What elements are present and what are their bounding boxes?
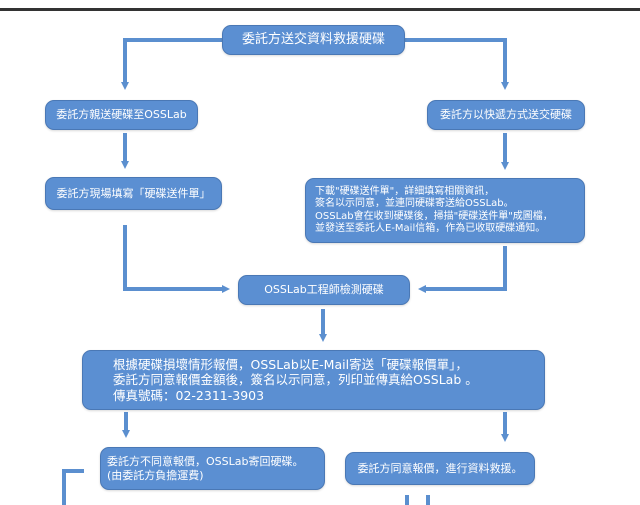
arrow-right2-to-inspect	[418, 246, 507, 293]
node-fill-form-onsite: 委託方現場填寫「硬碟送件單」	[45, 177, 222, 210]
line-decline-continues	[62, 469, 84, 505]
text-line: OSSLab會在收到硬碟後，掃描"硬碟送件單"成圖檔，	[315, 210, 553, 222]
node-quote: 根據硬碟損壞情形報價，OSSLab以E-Mail寄送「硬碟報價單」， 委託方同意…	[82, 350, 545, 410]
node-engineer-inspect: OSSLab工程師檢測硬碟	[238, 275, 410, 305]
node-start: 委託方送交資料救援硬碟	[222, 25, 405, 55]
node-accept: 委託方同意報價，進行資料救援。	[345, 452, 535, 485]
node-courier-instructions: 下載"硬碟送件單"，詳細填寫相關資訊， 簽名以示同意，並連同硬碟寄送給OSSLa…	[305, 178, 585, 243]
arrow-start-to-right	[405, 38, 509, 90]
text-line: 下載"硬碟送件單"，詳細填寫相關資訊，	[315, 185, 495, 197]
arrow-start-to-left	[121, 38, 222, 90]
text-line: (由委託方負擔運費)	[107, 468, 204, 482]
text-line: 簽名以示同意，並連同硬碟寄送給OSSLab。	[315, 198, 514, 209]
text-line: 並發送至委託人E-Mail信箱，作為已收取硬碟通知。	[315, 223, 546, 234]
text-line: 根據硬碟損壞情形報價，OSSLab以E-Mail寄送「硬碟報價單」，	[113, 356, 468, 372]
text-line: 委託方同意報價金額後，簽名以示同意，列印並傳真給OSSLab 。	[113, 372, 478, 388]
node-decline: 委託方不同意報價，OSSLab寄回硬碟。 (由委託方負擔運費)	[100, 447, 325, 490]
text-line: 傳真號碼：02-2311-3903	[113, 387, 265, 403]
arrow-left2-to-inspect	[123, 225, 230, 293]
top-divider	[0, 8, 640, 11]
text-line: 委託方不同意報價，OSSLab寄回硬碟。	[107, 454, 304, 468]
node-deliver-in-person: 委託方親送硬碟至OSSLab	[45, 100, 198, 130]
node-send-by-courier: 委託方以快遞方式送交硬碟	[427, 100, 585, 130]
